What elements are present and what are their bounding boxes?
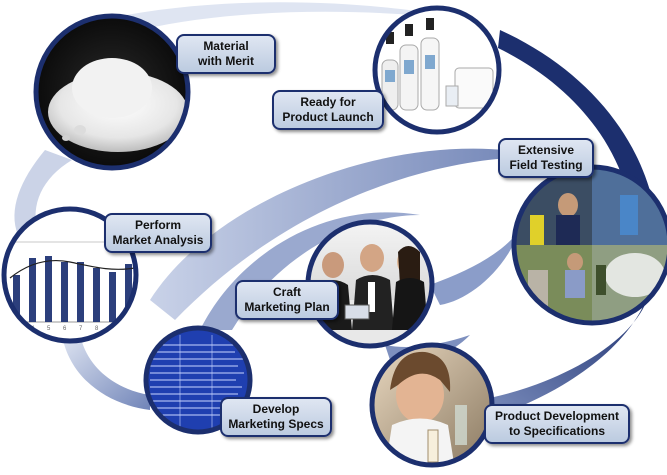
stage-label-material: Material with Merit [176,34,276,74]
chart-tick-label: 8 [95,326,99,332]
stage-label-line: Craft [272,285,301,299]
stage-label-line: Develop [252,402,300,416]
stage-label-line: to Specifications [508,424,606,438]
stage-label-line: Marketing Plan [244,300,330,314]
lab-photo-node [369,342,495,468]
stage-label-analysis: Perform Market Analysis [104,213,212,253]
stage-label-line: Product Development [494,409,620,423]
arc-material-to-analysis [14,150,72,235]
chart-tick-label: 5 [47,326,51,332]
chart-tick-label: 6 [63,326,67,332]
stage-label-line: Perform [134,218,181,232]
stage-label-line: with Merit [198,54,254,68]
arc-top-sweep [110,2,470,30]
material-photo-node [33,13,191,171]
stage-label-development: Product Development to Specifications [484,404,630,444]
stage-label-plan: Craft Marketing Plan [235,280,339,320]
arc-specs-to-plan [200,212,420,330]
stage-label-testing: Extensive Field Testing [498,138,594,178]
field-testing-photo-node [511,164,667,326]
stage-label-specs: Develop Marketing Specs [220,397,332,437]
stage-label-line: Field Testing [509,158,583,172]
stage-label-line: Marketing Specs [228,417,324,431]
chart-photo-node: 4 5 6 7 8 9 [1,206,139,344]
arc-upper-sweep [150,148,560,320]
stage-label-line: Product Launch [282,110,374,124]
stage-label-line: Extensive [517,143,575,157]
chart-tick-label: 7 [79,326,83,332]
stage-label-line: Ready for [300,95,356,109]
arc-plan-to-testing [430,230,520,305]
extinguisher-photo-node [372,5,502,135]
stage-label-line: Market Analysis [112,233,204,247]
stage-label-line: Material [203,39,249,53]
stage-label-launch: Ready for Product Launch [272,90,384,130]
arc-analysis-to-specs [62,335,150,410]
